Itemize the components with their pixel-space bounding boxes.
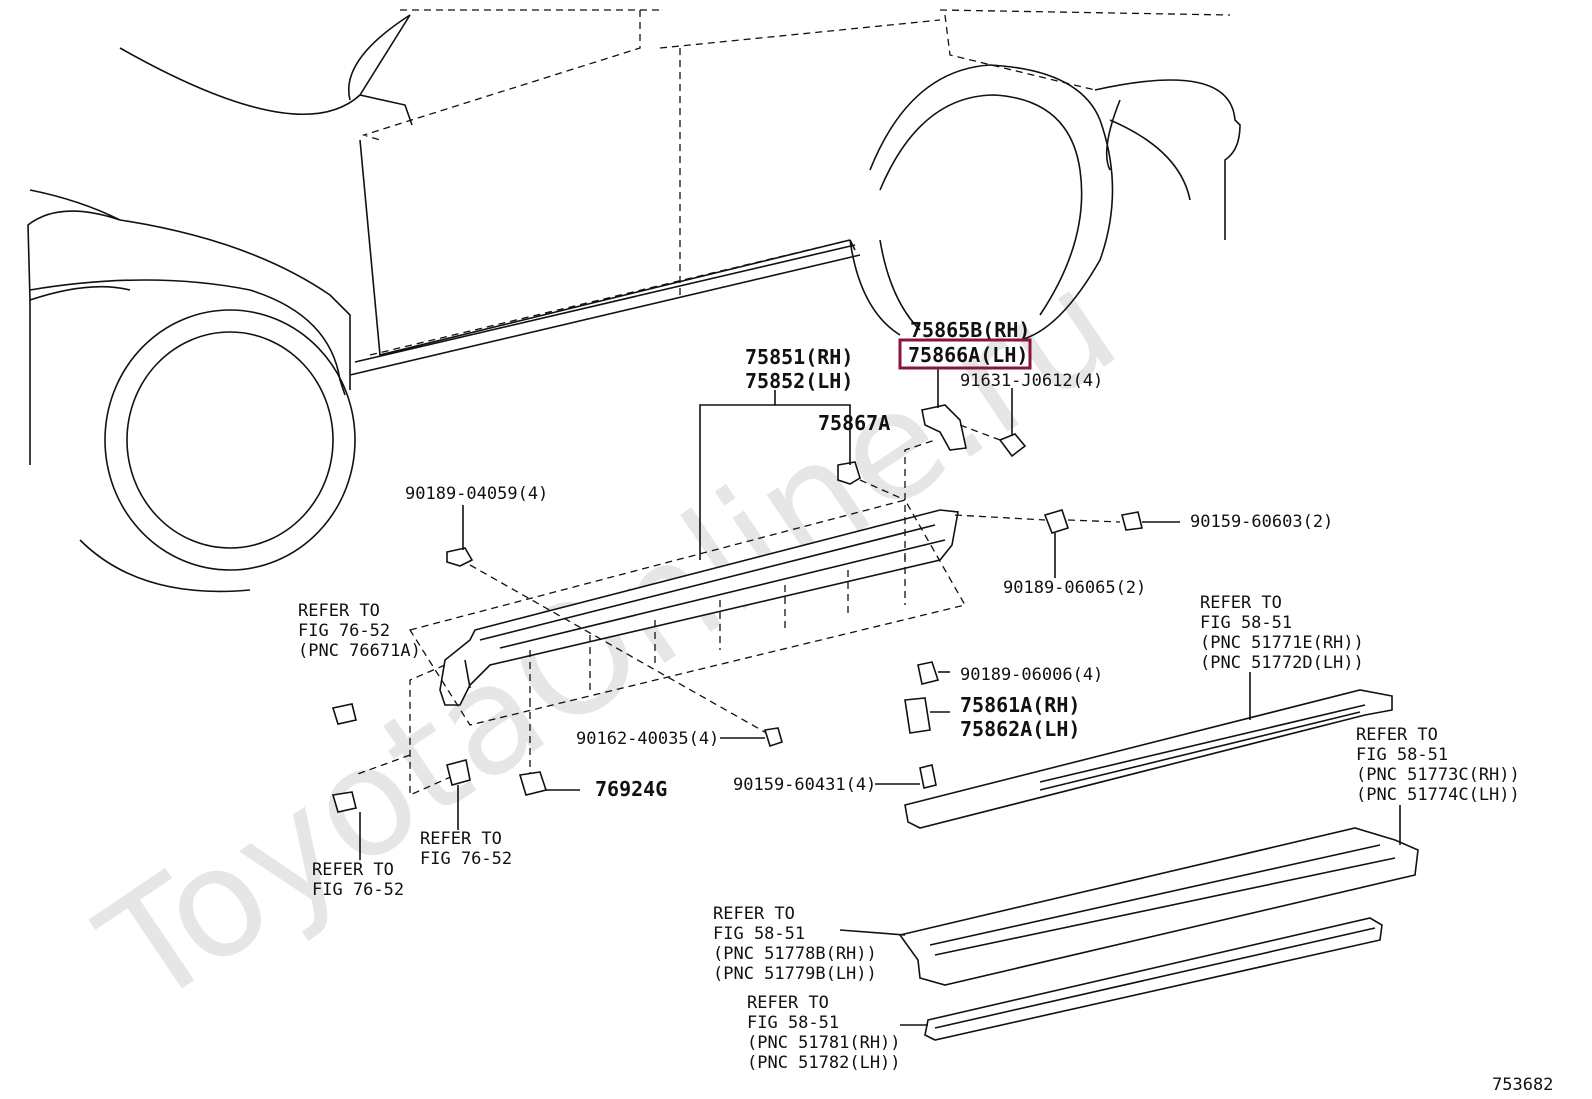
ref-line: (PNC 51778B(RH)) [713,944,877,964]
label-90159-60603[interactable]: 90159-60603(2) [1190,512,1333,532]
label-75852[interactable]: 75852(LH) [745,369,853,393]
ref-line: FIG 58-51 [747,1013,839,1033]
bolt-91631[interactable] [998,433,1027,458]
leader-lines [359,368,1401,1026]
label-90162-40035[interactable]: 90162-40035(4) [576,729,719,749]
ref-line: (PNC 51774C(LH)) [1356,785,1520,805]
ref-line: REFER TO [1200,593,1282,613]
bracket-75866a[interactable] [921,404,967,451]
ref-line: REFER TO [312,860,394,880]
ref-76-52-b[interactable]: REFER TO FIG 76-52 [420,829,512,869]
clip-90189-04059[interactable] [446,547,474,567]
screw-90159-60603[interactable] [1121,511,1143,531]
ref-58-51-c[interactable]: REFER TO FIG 58-51 (PNC 51778B(RH)) (PNC… [713,904,877,984]
ref-58-51-a[interactable]: REFER TO FIG 58-51 (PNC 51771E(RH)) (PNC… [1200,593,1364,673]
label-75865b[interactable]: 75865B(RH) [910,318,1030,342]
screw-90162-40035[interactable] [763,727,783,748]
ref-line: FIG 58-51 [1200,613,1292,633]
ref-line: FIG 76-52 [298,621,390,641]
ref-line: (PNC 51771E(RH)) [1200,633,1364,653]
ref-58-51-d[interactable]: REFER TO FIG 58-51 (PNC 51781(RH)) (PNC … [747,993,901,1073]
ref-line: (PNC 51779B(LH)) [713,964,877,984]
ref-58-51-b[interactable]: REFER TO FIG 58-51 (PNC 51773C(RH)) (PNC… [1356,725,1520,805]
label-75861a[interactable]: 75861A(RH) [960,693,1080,717]
label-75866a[interactable]: 75866A(LH) [908,343,1028,367]
ref-76-52-a[interactable]: REFER TO FIG 76-52 (PNC 76671A) [298,601,421,661]
bolt-ref-76-52-a[interactable] [331,703,357,725]
rocker-moulding-assembly [354,439,966,797]
ref-line: (PNC 51781(RH)) [747,1033,901,1053]
label-90189-06006[interactable]: 90189-06006(4) [960,665,1103,685]
ref-line: FIG 76-52 [420,849,512,869]
ref-line: FIG 76-52 [312,880,404,900]
label-90189-04059[interactable]: 90189-04059(4) [405,484,548,504]
clip-75867a[interactable] [837,461,861,485]
ref-line: (PNC 76671A) [298,641,421,661]
bolt-ref-76-52-b[interactable] [331,791,357,813]
fasteners [331,404,1143,813]
label-90159-60431[interactable]: 90159-60431(4) [733,775,876,795]
ref-line: REFER TO [420,829,502,849]
label-75867a[interactable]: 75867A [818,411,890,435]
label-76924g[interactable]: 76924G [595,777,667,801]
step-cover-51771e[interactable] [904,689,1393,829]
figure-number: 753682 [1492,1075,1553,1095]
ref-line: FIG 58-51 [713,924,805,944]
ref-line: FIG 58-51 [1356,745,1448,765]
ref-line: REFER TO [747,993,829,1013]
ref-line: REFER TO [713,904,795,924]
ref-line: (PNC 51772D(LH)) [1200,653,1364,673]
ref-line: (PNC 51773C(RH)) [1356,765,1520,785]
clip-90189-06006[interactable] [917,661,940,685]
clip-ref-76-52-c[interactable] [446,759,471,786]
highlight-box [898,338,1032,370]
label-75862a[interactable]: 75862A(LH) [960,717,1080,741]
step-board-51773c[interactable] [898,827,1419,986]
callout-labels: 75865B(RH) 75866A(LH) 91631-J0612(4) 758… [298,318,1553,1095]
vehicle-outline [27,9,1241,593]
label-90189-06065[interactable]: 90189-06065(2) [1003,578,1146,598]
label-91631[interactable]: 91631-J0612(4) [960,371,1103,391]
pad-75861a[interactable] [904,697,931,734]
ref-76-52-c[interactable]: REFER TO FIG 76-52 [312,860,404,900]
screw-90159-60431[interactable] [919,764,937,789]
label-75851[interactable]: 75851(RH) [745,345,853,369]
running-boards [898,689,1419,1041]
ref-line: (PNC 51782(LH)) [747,1053,901,1073]
ref-line: REFER TO [1356,725,1438,745]
ref-line: REFER TO [298,601,380,621]
clip-90189-06065[interactable] [1043,509,1070,534]
